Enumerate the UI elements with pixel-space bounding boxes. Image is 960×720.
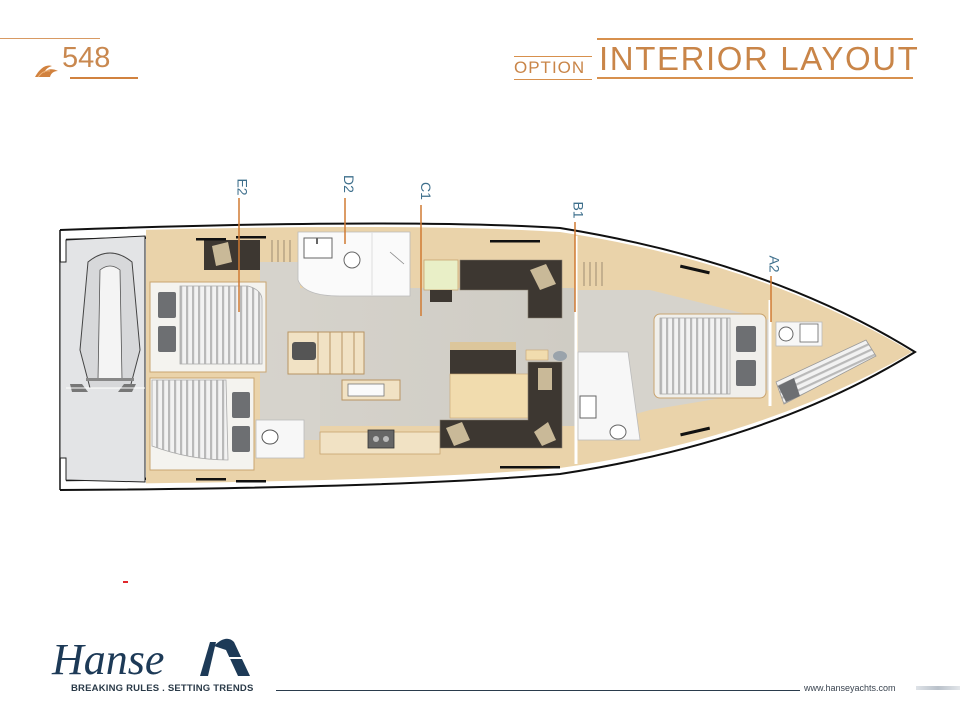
cabin-label-d2: D2 xyxy=(340,175,357,193)
model-underline xyxy=(70,77,138,79)
companionway xyxy=(287,331,365,375)
cabin-forward xyxy=(653,313,767,399)
page-title: INTERIOR LAYOUT xyxy=(599,40,920,77)
galley-sink xyxy=(341,379,401,401)
salon xyxy=(423,259,567,449)
cabin-label-e2: E2 xyxy=(234,178,251,196)
galley-counter xyxy=(319,429,441,455)
hull-windows xyxy=(196,236,711,483)
footer-divider xyxy=(276,690,800,691)
footer-tail xyxy=(916,686,960,690)
tender-garage xyxy=(59,235,146,483)
cabin-e2 xyxy=(149,240,291,373)
cabin-label-a2: A2 xyxy=(766,255,783,273)
model-topline xyxy=(0,38,100,39)
head-d2 xyxy=(297,231,411,297)
cabin-label-b1: B1 xyxy=(570,201,587,219)
cabin-a2 xyxy=(775,321,877,405)
option-label: OPTION xyxy=(514,58,586,77)
footer-url[interactable]: www.hanseyachts.com xyxy=(804,683,896,693)
title-bottomline xyxy=(597,77,913,79)
wave-logo-icon xyxy=(35,65,58,78)
title-topline xyxy=(597,38,913,40)
hanse-logo-icon: Hanse xyxy=(51,635,250,683)
option-bottomline xyxy=(514,79,592,80)
hanging-locker xyxy=(583,262,603,286)
cabin-e2-starboard xyxy=(149,377,305,471)
model-number: 548 xyxy=(62,42,111,74)
head-b1 xyxy=(577,351,641,441)
brand-wordmark: Hanse xyxy=(51,635,164,683)
leader-lines xyxy=(238,198,772,322)
cabin-label-c1: C1 xyxy=(417,182,434,200)
option-topline xyxy=(514,56,592,57)
red-mark xyxy=(123,581,128,583)
brand-tagline: BREAKING RULES . SETTING TRENDS xyxy=(71,683,254,694)
